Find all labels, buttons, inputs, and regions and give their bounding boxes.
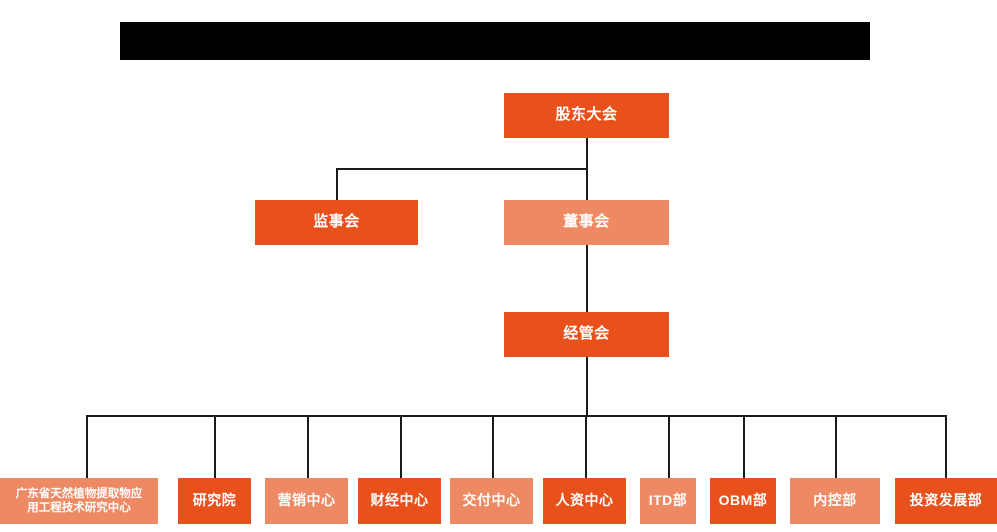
node-label: 内控部 [813,492,857,509]
node-label-line2: 用工程技术研究中心 [27,502,131,514]
node-finance-center[interactable]: 财经中心 [358,478,441,524]
connector-drop-l5 [492,415,494,478]
node-label: 经管会 [563,325,610,343]
node-label: 广东省天然植物提取物应 用工程技术研究中心 [16,487,143,516]
connector-bus-down-to-n2 [336,168,338,201]
node-hr-center[interactable]: 人资中心 [543,478,626,524]
connector-leaf-bus [86,415,946,417]
node-label: 营销中心 [277,492,336,509]
connector-n4-down-to-leafbus [586,357,588,416]
connector-drop-l10 [945,415,947,478]
connector-drop-l8 [743,415,745,478]
node-marketing-center[interactable]: 营销中心 [265,478,348,524]
node-internal-control-department[interactable]: 内控部 [790,478,880,524]
node-label: 财经中心 [370,492,429,509]
connector-n3-down-to-n4 [586,245,588,313]
connector-level2-bus [336,168,587,170]
node-investment-development-department[interactable]: 投资发展部 [895,478,997,524]
node-obm-department[interactable]: OBM部 [710,478,776,524]
node-label: 董事会 [563,213,610,231]
connector-drop-l1 [86,415,88,478]
node-label: 人资中心 [555,492,614,509]
node-guangdong-research-center[interactable]: 广东省天然植物提取物应 用工程技术研究中心 [0,478,158,524]
node-itd-department[interactable]: ITD部 [640,478,696,524]
node-label: ITD部 [648,492,688,509]
node-delivery-center[interactable]: 交付中心 [450,478,533,524]
connector-n1-down-to-bus [586,138,588,245]
node-label: OBM部 [718,492,768,509]
node-management-committee[interactable]: 经管会 [504,312,669,357]
connector-drop-l4 [400,415,402,478]
node-label: 研究院 [192,492,237,509]
node-label-line1: 广东省天然植物提取物应 [15,487,143,500]
node-research-institute[interactable]: 研究院 [178,478,251,524]
node-label: 交付中心 [462,492,521,509]
node-label: 股东大会 [555,106,618,124]
node-shareholders-meeting[interactable]: 股东大会 [504,93,669,138]
connector-drop-l7 [668,415,670,478]
redacted-title-bar [120,22,870,60]
node-board-of-directors[interactable]: 董事会 [504,200,669,245]
node-board-of-supervisors[interactable]: 监事会 [255,200,418,245]
connector-drop-l9 [835,415,837,478]
node-label: 监事会 [313,213,360,231]
connector-drop-l2 [214,415,216,478]
node-label: 投资发展部 [909,492,983,509]
connector-drop-l3 [307,415,309,478]
connector-drop-l6 [585,415,587,478]
